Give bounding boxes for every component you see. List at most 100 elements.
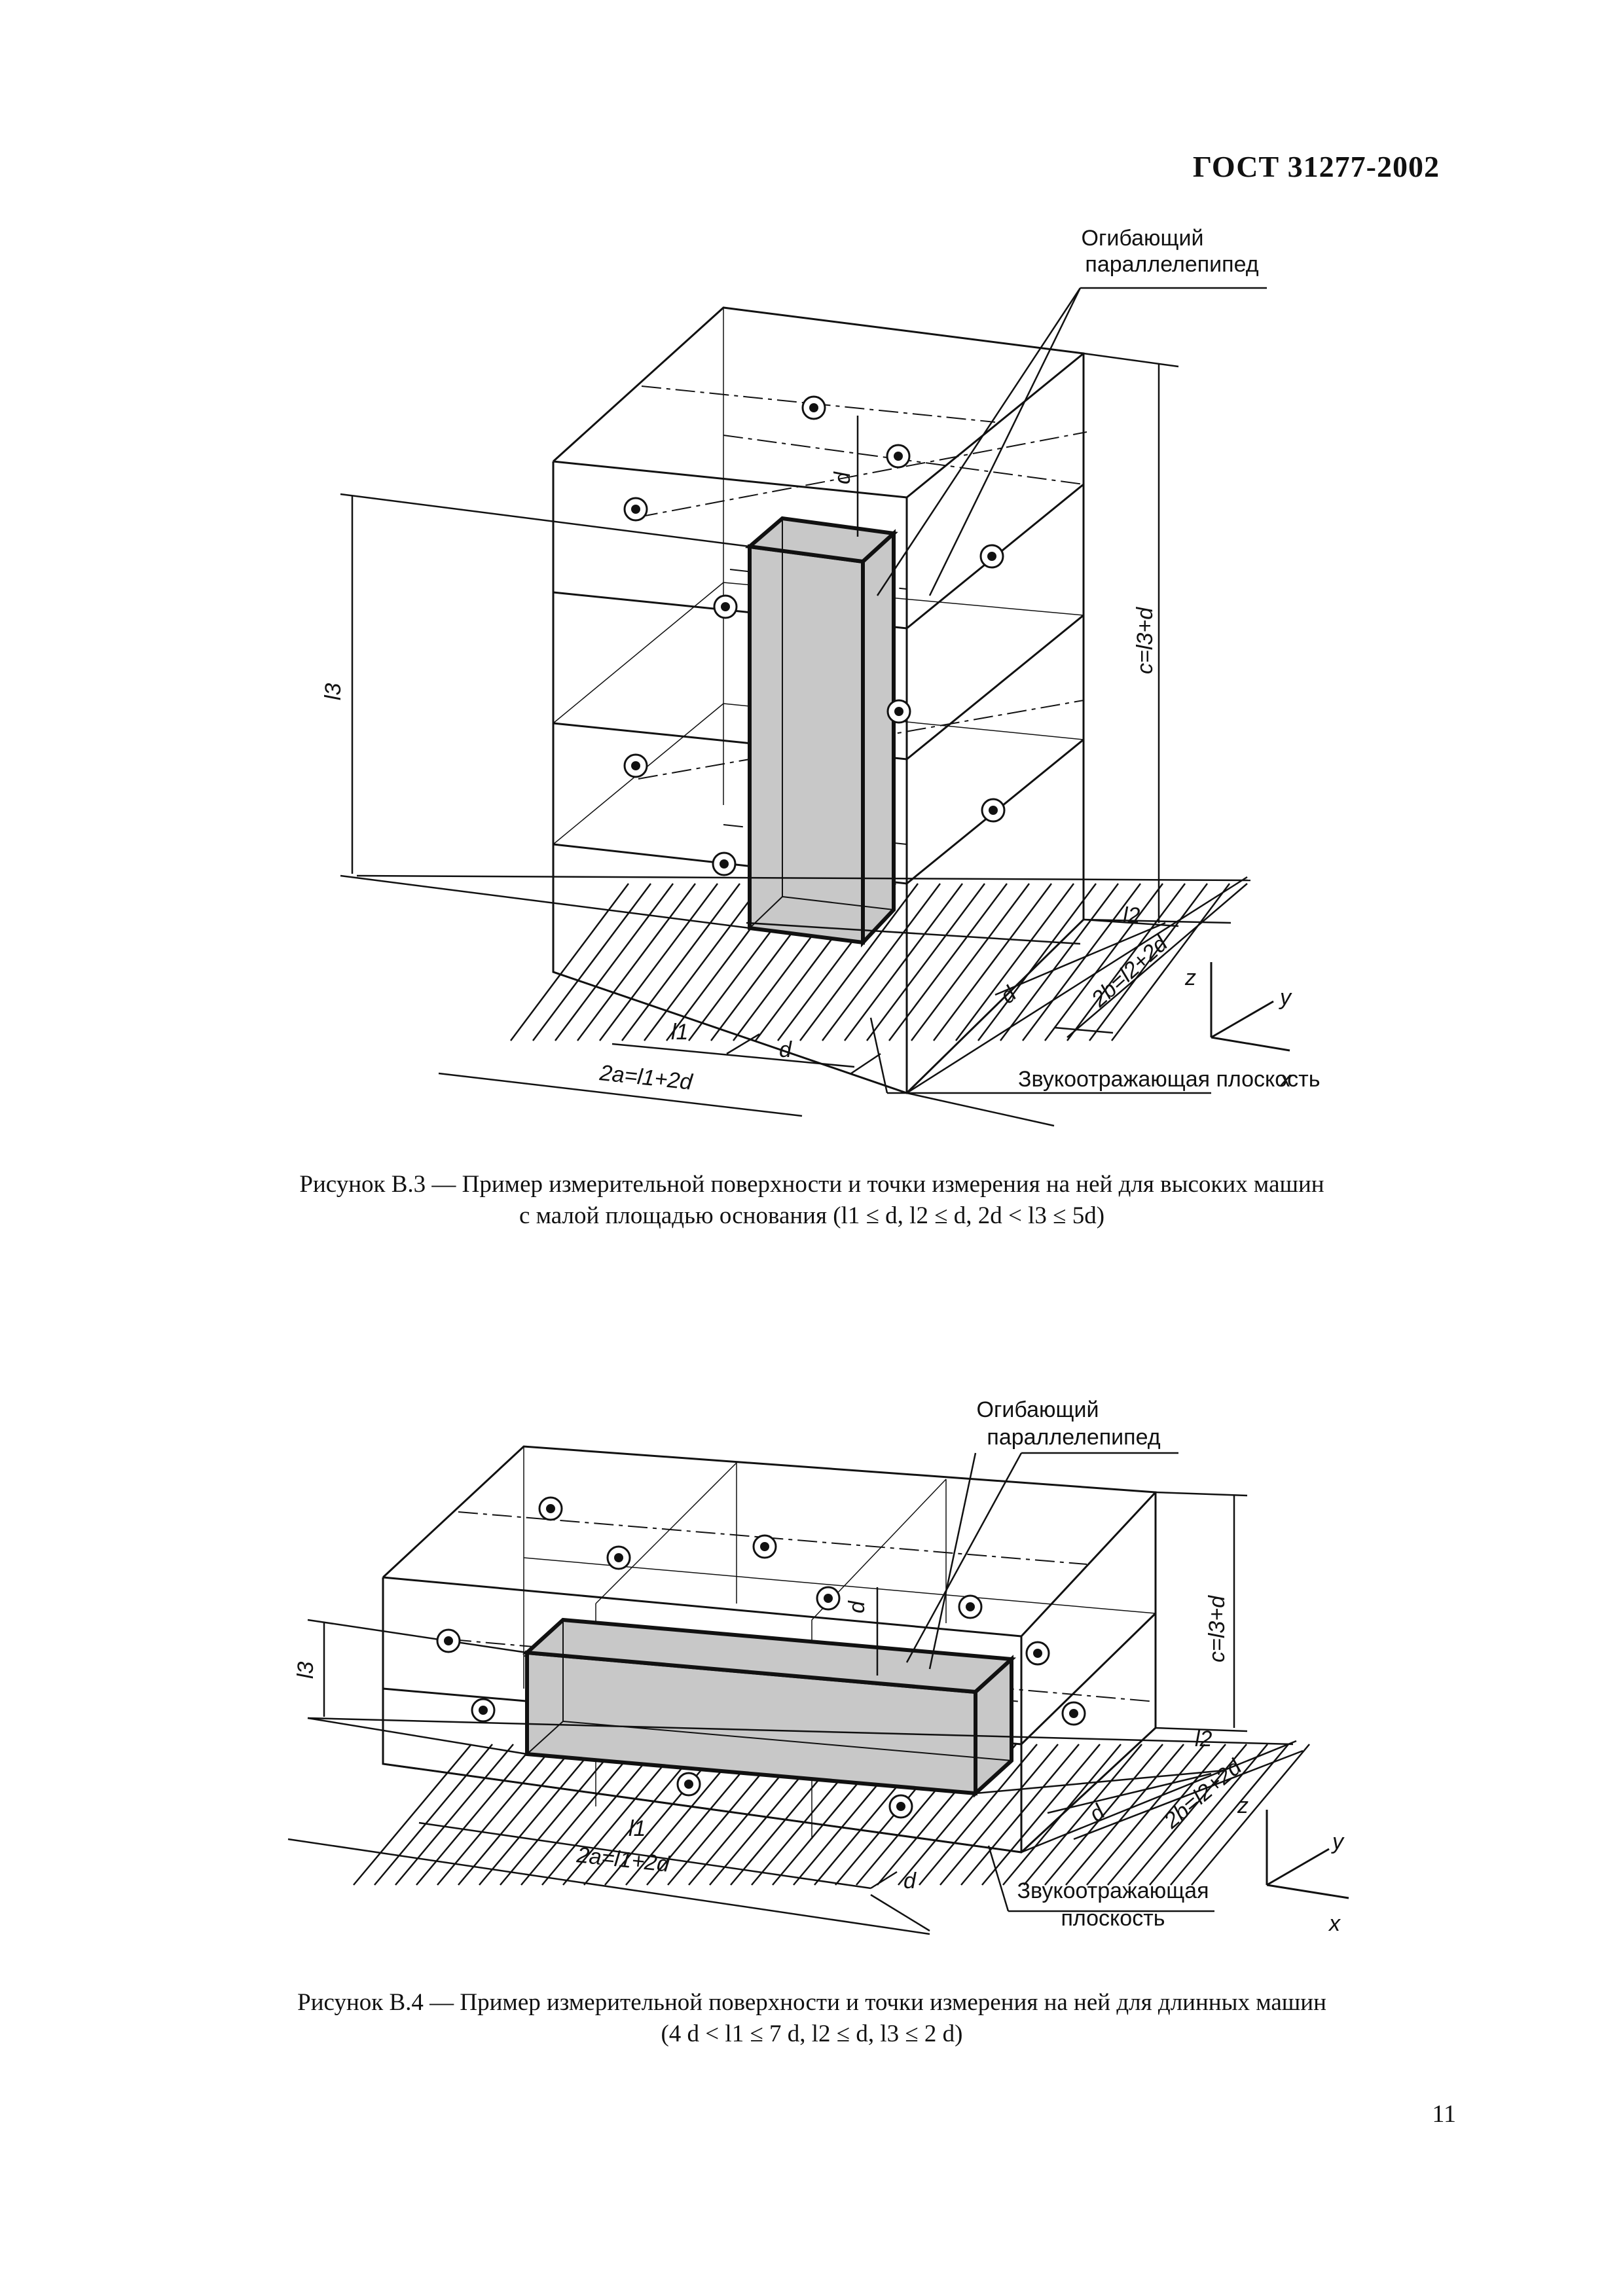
measuring-points: [436, 1496, 1086, 1819]
dim-d-base-label: d: [903, 1869, 917, 1893]
hatch-line: [458, 1744, 577, 1886]
figure-tall-machine: Огибающий параллелепипед Звукоотражающая…: [0, 216, 1623, 1132]
measuring-point-dot: [720, 859, 729, 869]
dim-d-label: d: [830, 471, 855, 484]
measuring-point-dot: [684, 1780, 693, 1789]
hatch-line: [532, 883, 651, 1041]
leader-lines: [869, 287, 1267, 1094]
hatch-line: [541, 1744, 661, 1886]
measuring-point-dot: [1069, 1709, 1078, 1718]
measuring-point-dot: [809, 403, 818, 412]
dim-l1-label: l1: [629, 1816, 646, 1841]
hatch-line: [1128, 1744, 1247, 1886]
figure1-caption: Рисунок В.3 — Пример измерительной повер…: [196, 1169, 1427, 1232]
figure1-caption-line1: Рисунок В.3 — Пример измерительной повер…: [299, 1171, 1324, 1198]
axis-x-label: x: [1279, 1067, 1292, 1092]
figure2-caption: Рисунок В.4 — Пример измерительной повер…: [196, 1987, 1427, 2050]
hatch-line: [1089, 883, 1208, 1041]
dim-l3-lines: [340, 493, 750, 929]
hatch-line: [555, 883, 674, 1041]
measuring-point-dot: [614, 1553, 623, 1562]
dim-2a-label: 2a=l1+2d: [598, 1060, 694, 1095]
hatch-line: [981, 1744, 1101, 1886]
machine-prism: [522, 1617, 1017, 1798]
hatch-line: [621, 883, 740, 1041]
measuring-point-dot: [444, 1636, 453, 1645]
measuring-point-dot: [989, 806, 998, 815]
figure2-caption-line2: (4 d < l1 ≤ 7 d, l2 ≤ d, l3 ≤ 2 d): [661, 2020, 963, 2047]
envelope-label-1: Огибающий: [1082, 226, 1204, 251]
hatch-line: [577, 883, 696, 1041]
base-dimension-lines: [356, 874, 1251, 1127]
hatch-line: [799, 883, 919, 1041]
envelope-label-2: параллелепипед: [1085, 252, 1258, 277]
hatch-line: [1044, 883, 1163, 1041]
hatch-line: [1107, 1744, 1226, 1886]
measuring-point-dot: [824, 1594, 833, 1603]
dim-c-label: c=l3+d: [1205, 1595, 1230, 1662]
measuring-point-dot: [760, 1542, 769, 1551]
hatch-line: [939, 1744, 1059, 1886]
hatch-line: [500, 1744, 619, 1886]
hatch-line: [955, 883, 1074, 1041]
measuring-point-dot: [631, 761, 640, 770]
measuring-point-dot: [894, 707, 903, 716]
figure-long-machine: Огибающий параллелепипед Звукоотражающая…: [0, 1388, 1623, 1990]
reflect-label-2: плоскость: [1061, 1906, 1165, 1931]
dim-c-lines: [1155, 1491, 1248, 1732]
measuring-point-dot: [479, 1706, 488, 1715]
measuring-point-dot: [966, 1602, 975, 1611]
hatch-line: [919, 1744, 1038, 1886]
axis-triad: [1266, 1810, 1349, 1899]
reflect-label: Звукоотражающая плоскость: [1018, 1067, 1320, 1092]
figure1-caption-line2: с малой площадью основания (l1 ≤ d, l2 ≤…: [519, 1202, 1105, 1229]
measuring-point-dot: [631, 505, 640, 514]
hatch-line: [844, 883, 963, 1041]
page-number: 11: [1432, 2100, 1456, 2128]
hatch-line: [977, 883, 1097, 1041]
axis-z-label: z: [1237, 1793, 1249, 1818]
hatch-line: [520, 1744, 640, 1886]
hatch-line: [1067, 883, 1186, 1041]
reflect-label-1: Звукоотражающая: [1017, 1878, 1209, 1903]
hatch-line: [933, 883, 1052, 1041]
hatch-line: [1086, 1744, 1205, 1886]
dim-l3-label: l3: [293, 1661, 318, 1679]
dim-l3-label: l3: [321, 683, 346, 700]
hatch-line: [353, 1744, 472, 1886]
axis-z-label: z: [1184, 965, 1196, 990]
measuring-points: [623, 395, 1006, 876]
hatch-line: [1191, 1744, 1310, 1886]
hatch-line: [1044, 1744, 1163, 1886]
dim-d-base-label: d: [779, 1037, 792, 1062]
hatch-line: [1170, 1744, 1289, 1886]
hatch-line: [374, 1744, 493, 1886]
hatch-line: [510, 883, 629, 1041]
hatch-line: [644, 883, 763, 1041]
figure2-caption-line1: Рисунок В.4 — Пример измерительной повер…: [297, 1989, 1326, 2016]
dim-l3-lines: [307, 1619, 528, 1755]
hatch-line: [1065, 1744, 1184, 1886]
hatch-line: [1022, 883, 1141, 1041]
hatch-line: [437, 1744, 556, 1886]
dim-d-label: d: [845, 1600, 869, 1613]
hatch-line: [1023, 1744, 1142, 1886]
envelope-label-1: Огибающий: [977, 1397, 1099, 1422]
base-dimension-lines: [287, 1717, 1304, 1935]
hatch-line: [395, 1744, 514, 1886]
dim-l2-label: l2: [1123, 903, 1140, 928]
hatch-line: [911, 883, 1030, 1041]
measuring-point-dot: [546, 1504, 555, 1513]
dim-c-lines: [1083, 352, 1179, 927]
envelope-label-2: параллелепипед: [987, 1425, 1160, 1450]
dim-c-label: c=l3+d: [1133, 607, 1158, 674]
hatch-line: [888, 883, 1008, 1041]
hatch-line: [599, 883, 718, 1041]
measuring-point-dot: [894, 452, 903, 461]
axis-y-label: y: [1279, 985, 1292, 1010]
figure-tall-machine-drawing: Огибающий параллелепипед Звукоотражающая…: [321, 226, 1320, 1127]
hatch-line: [960, 1744, 1080, 1886]
dim-l2-label: l2: [1195, 1727, 1213, 1751]
measuring-point-dot: [1033, 1649, 1042, 1658]
hatch-line: [866, 883, 985, 1041]
